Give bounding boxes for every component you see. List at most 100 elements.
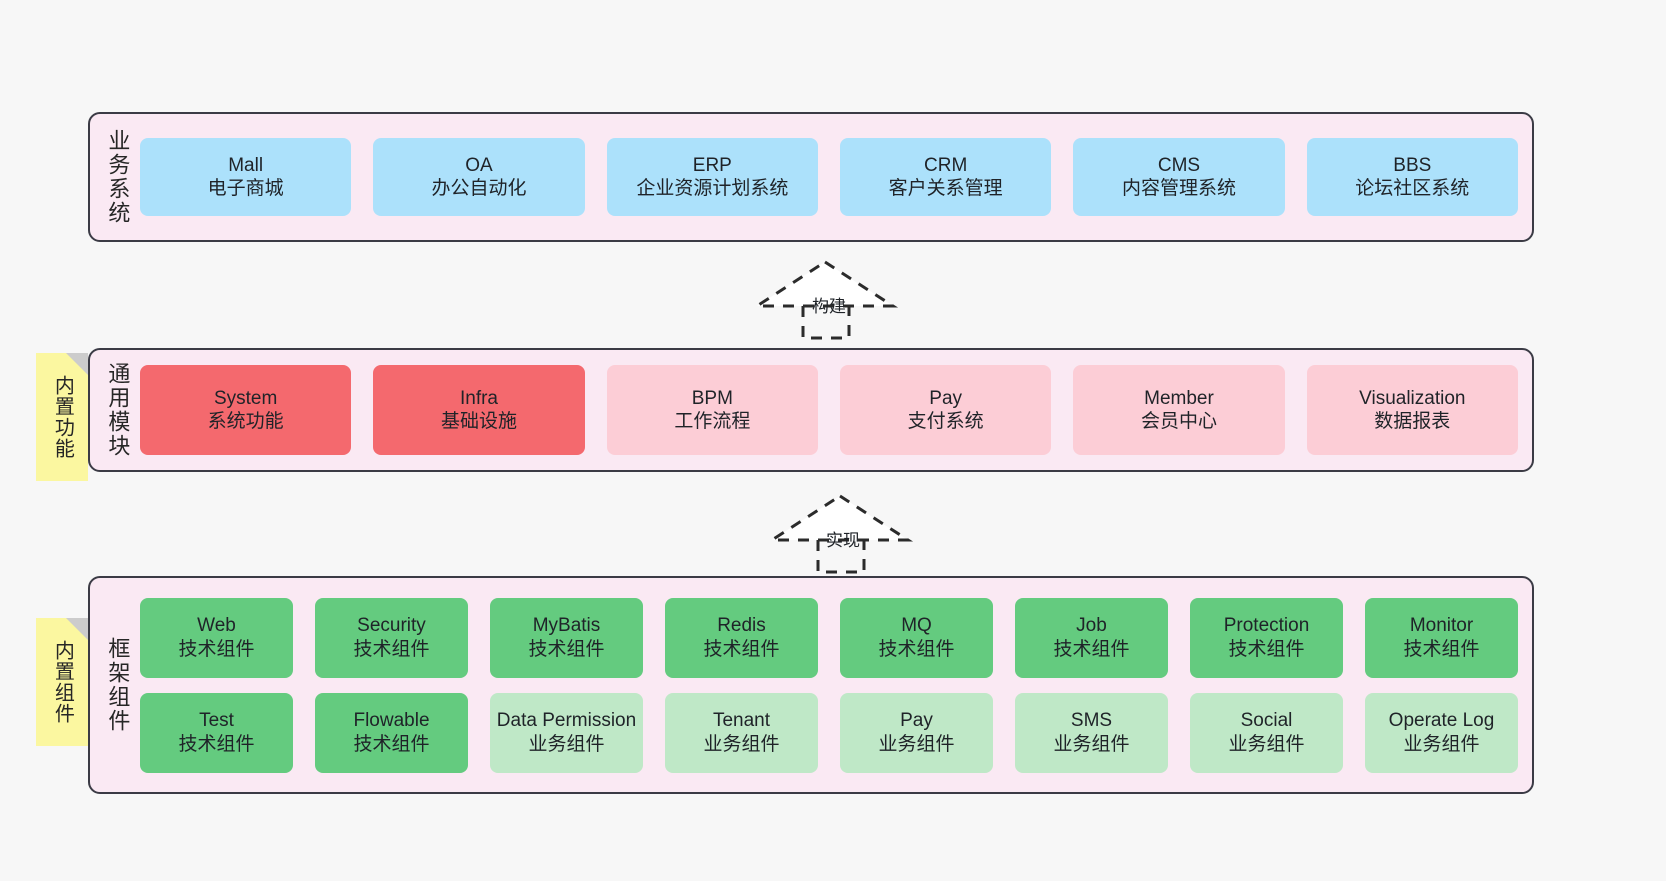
node-desc: 内容管理系统 [1121,178,1236,199]
node-name: MQ [901,615,932,637]
node-operate-log[interactable]: Operate Log 业务组件 [1365,692,1518,773]
node-crm[interactable]: CRM 客户关系管理 [839,138,1052,216]
layer-common-modules[interactable]: 通用模块 System 系统功能 Infra 基础设施 BPM 工作流程 Pay… [88,348,1534,472]
node-mybatis[interactable]: MyBatis 技术组件 [490,597,643,678]
layer-business-systems[interactable]: 业务系统 Mall 电子商城 OA 办公自动化 ERP 企业资源计划系统 CRM… [88,112,1534,242]
note-label: 内置组件 [51,640,74,724]
layer-title-common-modules: 通用模块 [105,362,131,458]
node-desc: 会员中心 [1140,411,1217,432]
connector-implement-arrow [766,492,920,574]
node-member[interactable]: Member 会员中心 [1073,365,1285,455]
node-security[interactable]: Security 技术组件 [315,597,468,678]
node-name: Visualization [1359,387,1466,409]
node-name: System [213,387,278,409]
node-name: Infra [459,387,498,409]
node-name: Redis [717,615,766,637]
node-name: ERP [692,154,732,176]
layer-title-framework-components: 框架组件 [105,637,131,733]
note-fold-corner-icon [66,353,88,375]
node-data-permission[interactable]: Data Permission 业务组件 [490,692,643,773]
node-name: BPM [691,387,733,409]
node-desc: 技术组件 [353,638,430,660]
node-pay-component[interactable]: Pay 业务组件 [840,692,993,773]
node-name: Mall [228,154,264,176]
node-social[interactable]: Social 业务组件 [1190,692,1343,773]
node-tenant[interactable]: Tenant 业务组件 [665,692,818,773]
node-name: Web [197,615,236,637]
node-monitor[interactable]: Monitor 技术组件 [1365,597,1518,678]
node-desc: 业务组件 [1053,733,1130,755]
layer-body-framework-components: Web 技术组件 Security 技术组件 MyBatis 技术组件 Redi… [136,578,1532,792]
node-bbs[interactable]: BBS 论坛社区系统 [1306,138,1518,216]
node-mq[interactable]: MQ 技术组件 [840,597,993,678]
node-desc: 技术组件 [353,733,430,755]
node-system[interactable]: System 系统功能 [140,365,352,455]
node-name: CMS [1157,154,1201,176]
node-desc: 支付系统 [907,411,984,432]
node-desc: 业务组件 [1403,733,1480,755]
node-desc: 技术组件 [178,733,255,755]
layer-title-business-systems: 业务系统 [105,129,131,225]
node-mall[interactable]: Mall 电子商城 [140,138,352,216]
note-builtin-features[interactable]: 内置功能 [36,353,88,481]
node-name: Pay [929,387,963,409]
node-name: Pay [900,710,933,732]
node-name: Protection [1223,615,1310,637]
node-name: Data Permission [496,710,637,732]
node-name: SMS [1070,710,1113,732]
node-row: Web 技术组件 Security 技术组件 MyBatis 技术组件 Redi… [140,597,1518,678]
node-flowable[interactable]: Flowable 技术组件 [315,692,468,773]
node-name: Social [1240,710,1293,732]
node-name: Job [1076,615,1107,637]
note-fold-corner-icon [66,618,88,640]
note-label: 内置功能 [51,375,74,459]
node-name: Tenant [712,710,771,732]
node-desc: 基础设施 [440,411,517,432]
node-desc: 系统功能 [207,411,284,432]
node-erp[interactable]: ERP 企业资源计划系统 [606,138,818,216]
node-desc: 论坛社区系统 [1355,178,1470,199]
node-pay-module[interactable]: Pay 支付系统 [839,365,1052,455]
node-sms[interactable]: SMS 业务组件 [1015,692,1168,773]
node-redis[interactable]: Redis 技术组件 [665,597,818,678]
connector-build-arrow [751,258,905,340]
node-desc: 客户关系管理 [888,178,1003,199]
node-cms[interactable]: CMS 内容管理系统 [1073,138,1285,216]
node-desc: 数据报表 [1374,411,1451,432]
node-desc: 工作流程 [674,411,751,432]
node-job[interactable]: Job 技术组件 [1015,597,1168,678]
connector-implement-label: 实现 [826,531,860,550]
node-desc: 企业资源计划系统 [636,178,789,199]
node-row: System 系统功能 Infra 基础设施 BPM 工作流程 Pay 支付系统… [140,365,1518,455]
layer-framework-components[interactable]: 框架组件 Web 技术组件 Security 技术组件 MyBatis 技术组件… [88,576,1534,794]
node-row: Mall 电子商城 OA 办公自动化 ERP 企业资源计划系统 CRM 客户关系… [140,138,1518,216]
node-desc: 技术组件 [1053,638,1130,660]
node-desc: 业务组件 [703,733,780,755]
node-desc: 技术组件 [703,638,780,660]
node-desc: 业务组件 [1228,733,1305,755]
node-name: Flowable [353,710,430,732]
node-bpm[interactable]: BPM 工作流程 [606,365,818,455]
node-name: OA [465,154,493,176]
node-row: Test 技术组件 Flowable 技术组件 Data Permission … [140,692,1518,773]
node-infra[interactable]: Infra 基础设施 [373,365,585,455]
node-name: Monitor [1409,615,1474,637]
node-oa[interactable]: OA 办公自动化 [373,138,585,216]
node-name: Member [1144,387,1214,409]
node-visualization[interactable]: Visualization 数据报表 [1306,365,1518,455]
node-desc: 业务组件 [878,733,955,755]
node-name: Operate Log [1388,710,1495,732]
node-name: CRM [924,154,968,176]
layer-body-business-systems: Mall 电子商城 OA 办公自动化 ERP 企业资源计划系统 CRM 客户关系… [136,114,1532,240]
node-desc: 技术组件 [878,638,955,660]
node-protection[interactable]: Protection 技术组件 [1190,597,1343,678]
node-test[interactable]: Test 技术组件 [140,692,293,773]
node-name: Security [357,615,426,637]
node-desc: 电子商城 [207,178,284,199]
node-web[interactable]: Web 技术组件 [140,597,293,678]
node-name: Test [199,710,234,732]
node-desc: 技术组件 [1228,638,1305,660]
note-builtin-components[interactable]: 内置组件 [36,618,88,746]
node-desc: 业务组件 [528,733,605,755]
